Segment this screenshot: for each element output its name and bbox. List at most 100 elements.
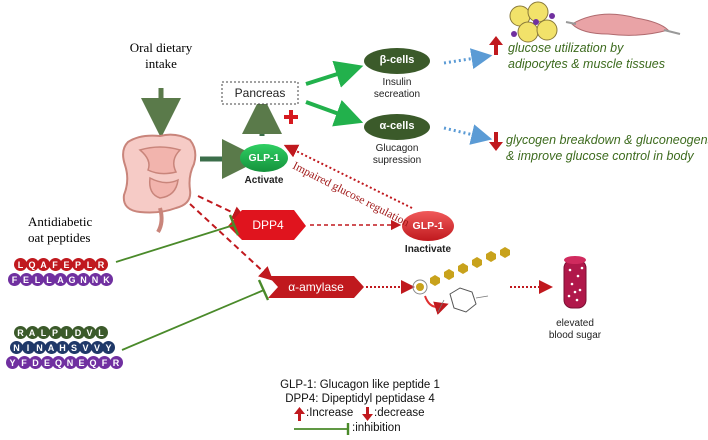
amino-acid-bead: P [48, 326, 62, 339]
amino-acid-bead: Y [102, 341, 115, 354]
alpha-effect-arrow [443, 124, 493, 145]
amylase-shape [268, 276, 364, 298]
amino-acid-bead: A [37, 258, 50, 271]
amino-acid-bead: N [88, 273, 102, 286]
amino-acid-bead: R [14, 326, 27, 339]
amino-acid-bead: F [98, 356, 111, 369]
alpha-cells-label: α-cells [379, 120, 415, 132]
beta-caption-line1: Insulin [382, 77, 412, 88]
alpha-effect-text: glycogen breakdown & gluconeogensis & im… [506, 132, 708, 164]
antidiabetic-label: Antidiabetic oat peptides [28, 214, 92, 246]
amino-acid-bead: I [60, 326, 73, 339]
legend-increase-icon [294, 407, 305, 421]
starch-image [412, 247, 510, 315]
adipocytes-image [509, 1, 558, 43]
increase-arrow-icon [489, 36, 503, 55]
amino-acid-bead: S [67, 341, 81, 354]
elevated-label: elevated blood sugar [540, 318, 610, 342]
amylase-label: α-amylase [288, 280, 344, 294]
amino-acid-bead: L [31, 273, 44, 286]
intestine-to-amylase-arrow [189, 203, 274, 281]
blood-tube-image [563, 256, 587, 309]
glp1-inactive-caption: Inactivate [404, 244, 452, 255]
muscle-image [565, 13, 681, 36]
antidiabetic-line1: Antidiabetic [28, 214, 93, 229]
amino-acid-bead: A [25, 326, 39, 339]
amino-acid-bead: G [65, 273, 79, 286]
inhibition-line-amylase [121, 279, 270, 351]
amino-acid-bead: R [94, 258, 108, 271]
amino-acid-bead: F [48, 258, 62, 271]
decrease-arrow-icon [489, 132, 503, 151]
amino-acid-bead: L [14, 258, 27, 271]
alpha-caption-line2: supression [372, 155, 422, 166]
amino-acid-bead: P [71, 258, 85, 271]
oral-intake-line2: intake [145, 56, 177, 71]
alpha-cells-oval [364, 114, 430, 140]
amino-acid-bead: L [37, 326, 50, 339]
elevated-line1: elevated [556, 318, 594, 329]
glp1-active-oval [240, 144, 288, 172]
pancreas-to-alpha-arrow [305, 100, 364, 127]
beta-cells-label: β-cells [379, 54, 415, 66]
pancreas-label: Pancreas [234, 86, 286, 100]
amino-acid-bead: L [83, 258, 96, 271]
elevated-line2: blood sugar [548, 330, 602, 341]
alpha-effect-line2: & improve glucose control in body [506, 149, 694, 163]
beta-effect-line2: adipocytes & muscle tissues [508, 57, 666, 71]
antidiabetic-line2: oat peptides [28, 230, 91, 245]
amino-acid-bead: N [10, 341, 23, 354]
amino-acid-bead: E [40, 356, 54, 369]
amino-acid-bead: E [19, 273, 33, 286]
amino-acid-bead: V [83, 326, 96, 339]
amino-acid-bead: N [33, 341, 46, 354]
dpp4-shape [228, 210, 306, 240]
glp1-active-caption: Activate [244, 175, 284, 186]
amino-acid-bead: V [90, 341, 104, 354]
alpha-cells-caption: Glucagon supression [362, 143, 432, 167]
amino-acid-bead: K [100, 273, 113, 286]
legend-line1: GLP-1: Glucagon like peptide 1 [280, 379, 440, 391]
amino-acid-bead: D [71, 326, 85, 339]
amino-acid-bead: L [94, 326, 108, 339]
alpha-effect-line1: glycogen breakdown & gluconeogensis [506, 133, 708, 147]
amino-acid-bead: V [79, 341, 92, 354]
amino-acid-bead: A [44, 341, 58, 354]
amino-acid-bead: H [56, 341, 69, 354]
inhibition-line-dpp4 [115, 214, 240, 263]
legend-decrease: :decrease [374, 407, 425, 419]
beta-caption-line2: secreation [373, 89, 421, 100]
amino-acid-bead: R [109, 356, 123, 369]
amino-acid-bead: N [63, 356, 77, 369]
amino-acid-bead: F [8, 273, 21, 286]
beta-effect-line1: glucose utilization by [508, 41, 624, 55]
amino-acid-bead: I [21, 341, 35, 354]
amino-acid-bead: F [17, 356, 31, 369]
legend-inhibition-icon [294, 423, 350, 435]
amino-acid-bead: Q [25, 258, 39, 271]
amino-acid-bead: D [29, 356, 42, 369]
pancreas-to-beta-arrow [305, 60, 364, 88]
amino-acid-bead: E [60, 258, 73, 271]
legend-line2: DPP4: Dipeptidyl peptidase 4 [285, 393, 435, 405]
glp1-inactive-oval [402, 211, 454, 241]
amino-acid-bead: N [77, 273, 90, 286]
intestine-image [122, 133, 197, 234]
legend-decrease-icon [362, 407, 373, 421]
amino-acid-bead: Y [6, 356, 19, 369]
amino-acid-bead: Q [86, 356, 100, 369]
glp1-inactive-label: GLP-1 [412, 220, 444, 232]
beta-effect-text: glucose utilization by adipocytes & musc… [508, 40, 665, 72]
legend-increase: :Increase [306, 407, 354, 419]
plus-icon [284, 110, 298, 124]
amino-acid-bead: E [75, 356, 88, 369]
alpha-caption-line1: Glucagon [375, 143, 419, 154]
amino-acid-bead: A [54, 273, 67, 286]
glp1-active-label: GLP-1 [248, 152, 280, 164]
